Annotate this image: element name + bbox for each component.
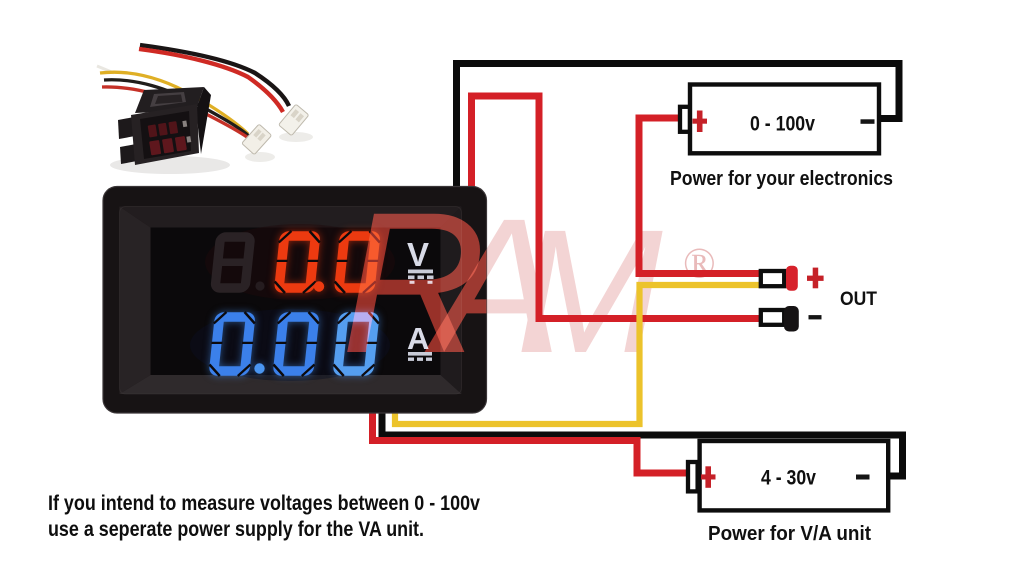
svg-text:R: R <box>341 170 486 395</box>
svg-text:4 - 30v: 4 - 30v <box>761 467 816 490</box>
svg-text:Power for V/A unit: Power for V/A unit <box>708 522 871 545</box>
svg-text:A: A <box>407 321 429 356</box>
svg-text:If you intend to measure volta: If you intend to measure voltages betwee… <box>48 491 480 515</box>
svg-text:A: A <box>424 178 562 393</box>
svg-text:0 - 100v: 0 - 100v <box>750 113 815 136</box>
svg-text:use a seperate power supply fo: use a seperate power supply for the VA u… <box>48 517 424 541</box>
svg-text:OUT: OUT <box>840 288 877 310</box>
svg-text:®: ® <box>683 241 716 288</box>
svg-text:V: V <box>407 236 429 273</box>
svg-text:Power for your electronics: Power for your electronics <box>670 167 893 190</box>
